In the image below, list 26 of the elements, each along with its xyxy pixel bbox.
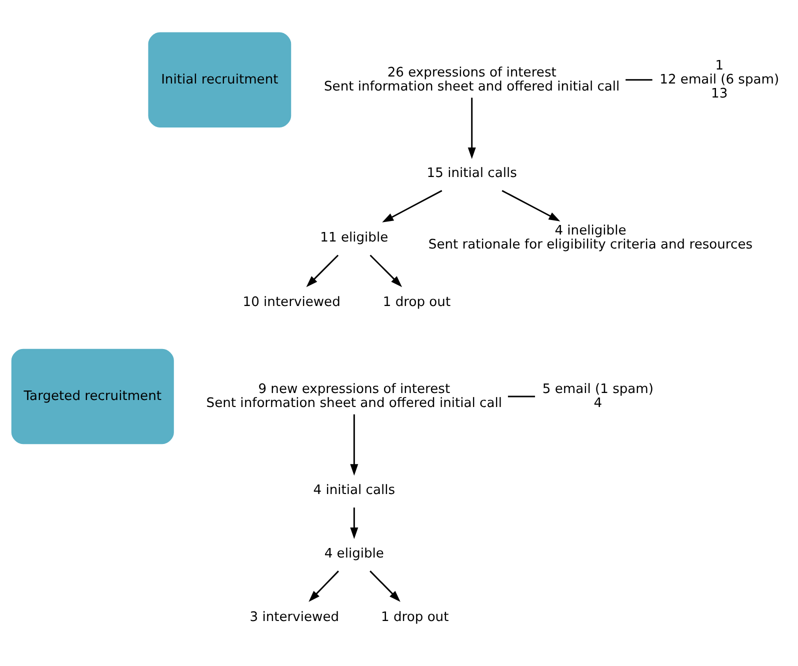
node-text: 4 initial calls [313, 482, 396, 498]
node-text: 26 expressions of interest Sent information sheet and offered initial call [324, 64, 620, 94]
arrow [350, 414, 358, 476]
node-text: 11 eligible [320, 230, 388, 246]
node-text: 10 interviewed [242, 294, 340, 310]
node-text: 1 drop out [382, 294, 451, 310]
node-text: 5 email (1 spam) 4 [542, 382, 654, 411]
node-text: 1 drop out [381, 609, 449, 624]
connector [508, 395, 536, 397]
node-text: 4 ineligible Sent rationale for eligibility criteria and resources [428, 223, 753, 252]
node-text: 3 interviewed [250, 609, 340, 624]
arrow [308, 570, 339, 602]
node-text: 9 new expressions of interest Sent information sheet and offered initial call [206, 382, 502, 411]
arrow [502, 190, 560, 221]
node-text: 15 initial calls [426, 166, 517, 181]
node-text: 4 eligible [324, 546, 384, 561]
arrow [370, 254, 402, 287]
node-box: Initial recruitment [148, 32, 292, 128]
node-box: Targeted recruitment [11, 348, 174, 444]
node-text: 1 12 email (6 spam) 13 [660, 58, 780, 101]
connector [626, 78, 652, 80]
arrow [350, 507, 358, 538]
arrow [370, 570, 400, 602]
arrow [382, 190, 442, 222]
arrow [306, 254, 339, 287]
arrow [468, 97, 476, 158]
